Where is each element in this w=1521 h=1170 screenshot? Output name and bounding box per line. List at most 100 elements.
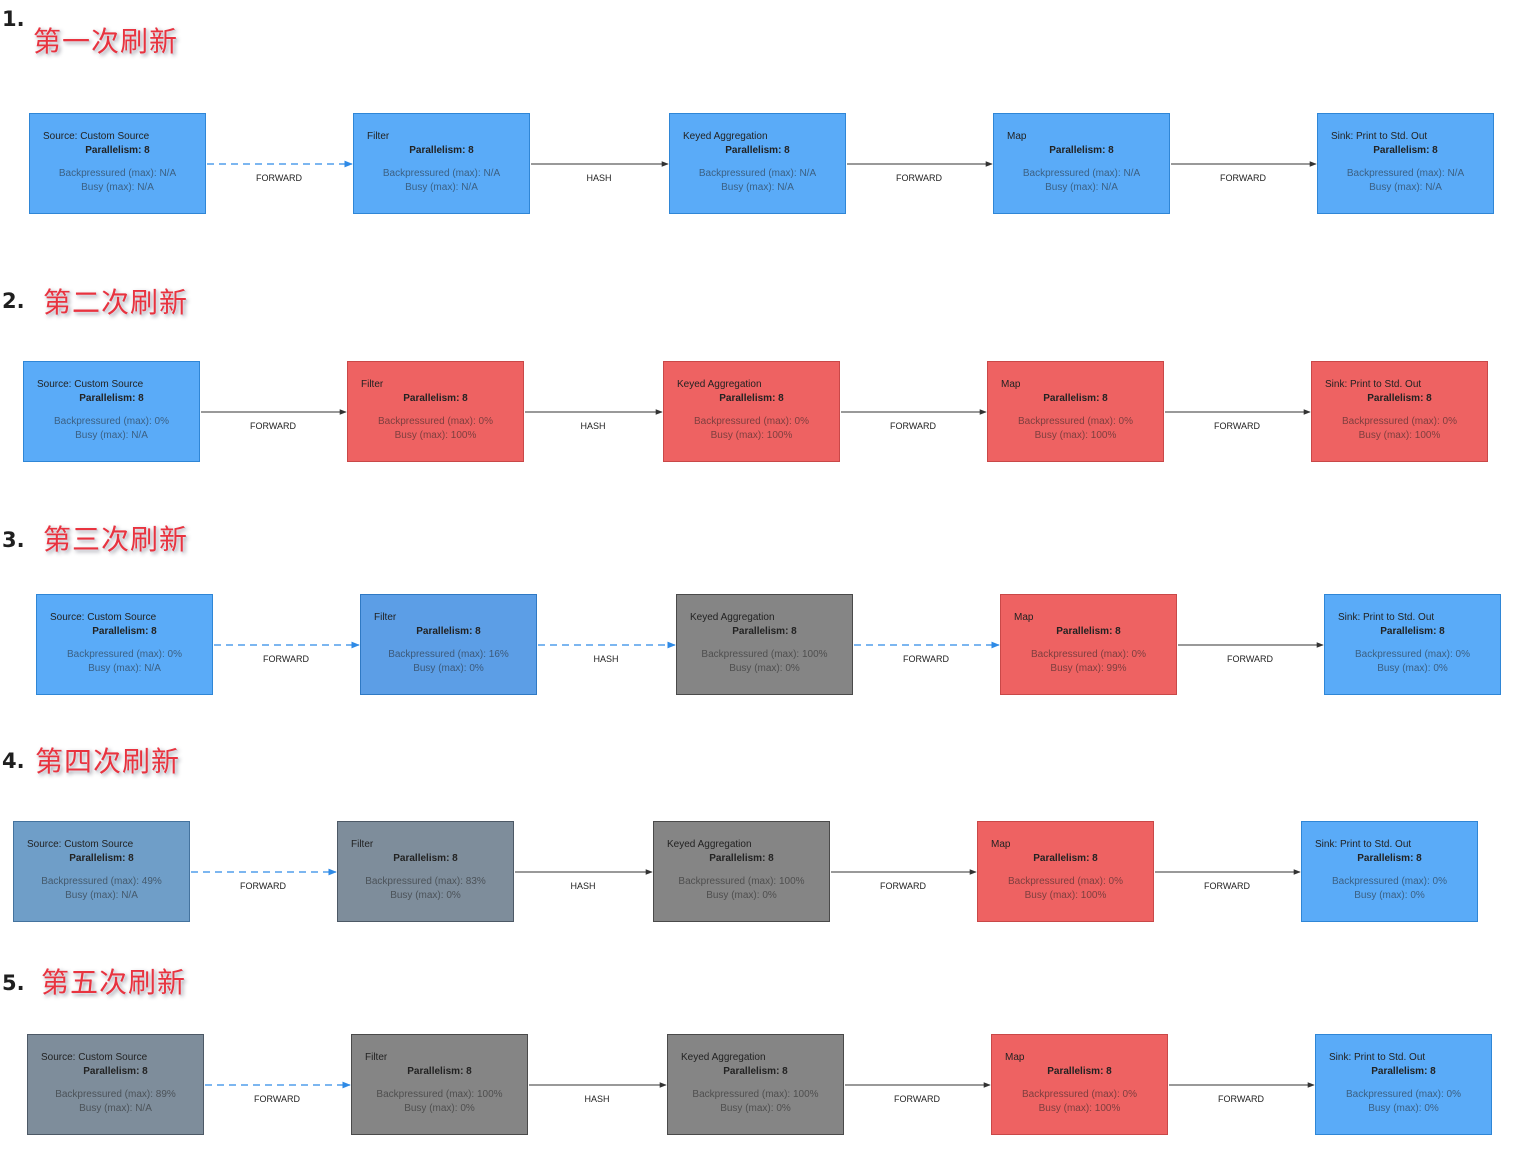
operator-parallelism: Parallelism: 8 [416, 626, 481, 637]
operator-parallelism: Parallelism: 8 [1380, 626, 1445, 637]
edge-layer [207, 160, 1317, 168]
busy-metric: Busy (max): 0% [706, 890, 777, 901]
operator-name: Source: Custom Source [27, 839, 134, 850]
operator-name: Sink: Print to Std. Out [1331, 131, 1428, 142]
operator-node-keyed-aggregation[interactable]: Keyed Aggregation Parallelism: 8 Backpre… [653, 821, 830, 922]
operator-name: Keyed Aggregation [677, 379, 762, 390]
operator-node-map[interactable]: Map Parallelism: 8 Backpressured (max): … [991, 1034, 1168, 1135]
operator-name: Source: Custom Source [41, 1052, 148, 1063]
edge-label: HASH [580, 421, 606, 431]
backpressured-metric: Backpressured (max): N/A [382, 168, 501, 179]
operator-parallelism: Parallelism: 8 [1373, 145, 1438, 156]
operator-node-source[interactable]: Source: Custom Source Parallelism: 8 Bac… [23, 361, 200, 462]
busy-metric: Busy (max): N/A [79, 1103, 152, 1114]
operator-name: Keyed Aggregation [681, 1052, 766, 1063]
operator-name: Filter [351, 839, 374, 850]
operator-node-keyed-aggregation[interactable]: Keyed Aggregation Parallelism: 8 Backpre… [663, 361, 840, 462]
operator-node-source[interactable]: Source: Custom Source Parallelism: 8 Bac… [36, 594, 213, 695]
operator-node-map[interactable]: Map Parallelism: 8 Backpressured (max): … [1000, 594, 1177, 695]
operator-name: Sink: Print to Std. Out [1315, 839, 1412, 850]
operator-node-sink[interactable]: Sink: Print to Std. Out Parallelism: 8 B… [1301, 821, 1478, 922]
edge-layer [201, 409, 1311, 415]
operator-parallelism: Parallelism: 8 [709, 853, 774, 864]
operator-node-sink[interactable]: Sink: Print to Std. Out Parallelism: 8 B… [1311, 361, 1488, 462]
operator-node-sink[interactable]: Sink: Print to Std. Out Parallelism: 8 B… [1324, 594, 1501, 695]
operator-node-map[interactable]: Map Parallelism: 8 Backpressured (max): … [993, 113, 1170, 214]
operator-node-filter[interactable]: Filter Parallelism: 8 Backpressured (max… [353, 113, 530, 214]
backpressured-metric: Backpressured (max): 100% [701, 649, 828, 660]
busy-metric: Busy (max): N/A [65, 890, 138, 901]
operator-parallelism: Parallelism: 8 [92, 626, 157, 637]
operator-node-source[interactable]: Source: Custom Source Parallelism: 8 Bac… [27, 1034, 204, 1135]
operator-node-map[interactable]: Map Parallelism: 8 Backpressured (max): … [977, 821, 1154, 922]
edge-label: HASH [586, 173, 612, 183]
edge-label: FORWARD [1227, 654, 1273, 664]
section-title: 第二次刷新 [43, 286, 189, 319]
section-title: 第五次刷新 [41, 966, 187, 999]
busy-metric: Busy (max): 99% [1050, 663, 1127, 674]
refresh-section-4: 4. 第四次刷新 FORWARD HASH FORWARD FORWARD So… [2, 745, 1478, 922]
edge-label: HASH [570, 881, 596, 891]
operator-name: Filter [361, 379, 384, 390]
operator-name: Map [991, 839, 1011, 850]
operator-node-sink[interactable]: Sink: Print to Std. Out Parallelism: 8 B… [1317, 113, 1494, 214]
busy-metric: Busy (max): 0% [1354, 890, 1425, 901]
backpressured-metric: Backpressured (max): 0% [1017, 416, 1134, 427]
operator-node-filter[interactable]: Filter Parallelism: 8 Backpressured (max… [337, 821, 514, 922]
operator-name: Map [1014, 612, 1034, 623]
backpressured-metric: Backpressured (max): 0% [1030, 649, 1147, 660]
edge-label: FORWARD [880, 881, 926, 891]
operator-name: Sink: Print to Std. Out [1325, 379, 1422, 390]
backpressured-metric: Backpressured (max): 0% [1021, 1089, 1138, 1100]
refresh-section-2: 2. 第二次刷新 FORWARD HASH FORWARD FORWARD So… [0, 0, 1521, 480]
busy-metric: Busy (max): 0% [390, 890, 461, 901]
operator-node-keyed-aggregation[interactable]: Keyed Aggregation Parallelism: 8 Backpre… [667, 1034, 844, 1135]
section-number: 3. [2, 528, 25, 552]
refresh-section-3: 3. 第三次刷新 FORWARD HASH FORWARD FORWARD So… [2, 523, 1501, 695]
operator-name: Map [1001, 379, 1021, 390]
operator-name: Filter [365, 1052, 388, 1063]
operator-node-source[interactable]: Source: Custom Source Parallelism: 8 Bac… [13, 821, 190, 922]
operator-name: Filter [367, 131, 390, 142]
edge-layer [191, 868, 1301, 876]
backpressured-metric: Backpressured (max): 49% [41, 876, 162, 887]
operator-parallelism: Parallelism: 8 [1357, 853, 1422, 864]
operator-name: Keyed Aggregation [667, 839, 752, 850]
operator-name: Sink: Print to Std. Out [1329, 1052, 1426, 1063]
edge-label: FORWARD [256, 173, 302, 183]
edge-label: FORWARD [254, 1094, 300, 1104]
edge-label: HASH [593, 654, 619, 664]
operator-parallelism: Parallelism: 8 [1043, 393, 1108, 404]
operator-name: Map [1005, 1052, 1025, 1063]
operator-node-filter[interactable]: Filter Parallelism: 8 Backpressured (max… [347, 361, 524, 462]
operator-node-filter[interactable]: Filter Parallelism: 8 Backpressured (max… [360, 594, 537, 695]
operator-node-sink[interactable]: Sink: Print to Std. Out Parallelism: 8 B… [1315, 1034, 1492, 1135]
operator-node-filter[interactable]: Filter Parallelism: 8 Backpressured (max… [351, 1034, 528, 1135]
operator-node-keyed-aggregation[interactable]: Keyed Aggregation Parallelism: 8 Backpre… [669, 113, 846, 214]
edge-label: FORWARD [1214, 421, 1260, 431]
edge-label: FORWARD [240, 881, 286, 891]
backpressured-metric: Backpressured (max): 0% [1007, 876, 1124, 887]
busy-metric: Busy (max): N/A [75, 430, 148, 441]
operator-parallelism: Parallelism: 8 [732, 626, 797, 637]
operator-name: Source: Custom Source [43, 131, 150, 142]
edge-layer [214, 641, 1324, 649]
operator-name: Source: Custom Source [37, 379, 144, 390]
busy-metric: Busy (max): 100% [710, 430, 793, 441]
operator-name: Keyed Aggregation [690, 612, 775, 623]
edge-label: FORWARD [250, 421, 296, 431]
operator-node-source[interactable]: Source: Custom Source Parallelism: 8 Bac… [29, 113, 206, 214]
backpressured-metric: Backpressured (max): 0% [1345, 1089, 1462, 1100]
operator-node-keyed-aggregation[interactable]: Keyed Aggregation Parallelism: 8 Backpre… [676, 594, 853, 695]
backpressured-metric: Backpressured (max): 0% [1331, 876, 1448, 887]
section-title: 第四次刷新 [35, 745, 181, 778]
backpressured-metric: Backpressured (max): 100% [678, 876, 805, 887]
backpressured-metric: Backpressured (max): N/A [698, 168, 817, 179]
edge-label: FORWARD [896, 173, 942, 183]
backpressured-metric: Backpressured (max): 0% [66, 649, 183, 660]
operator-node-map[interactable]: Map Parallelism: 8 Backpressured (max): … [987, 361, 1164, 462]
section-number: 2. [2, 289, 25, 313]
busy-metric: Busy (max): N/A [81, 182, 154, 193]
operator-parallelism: Parallelism: 8 [407, 1066, 472, 1077]
